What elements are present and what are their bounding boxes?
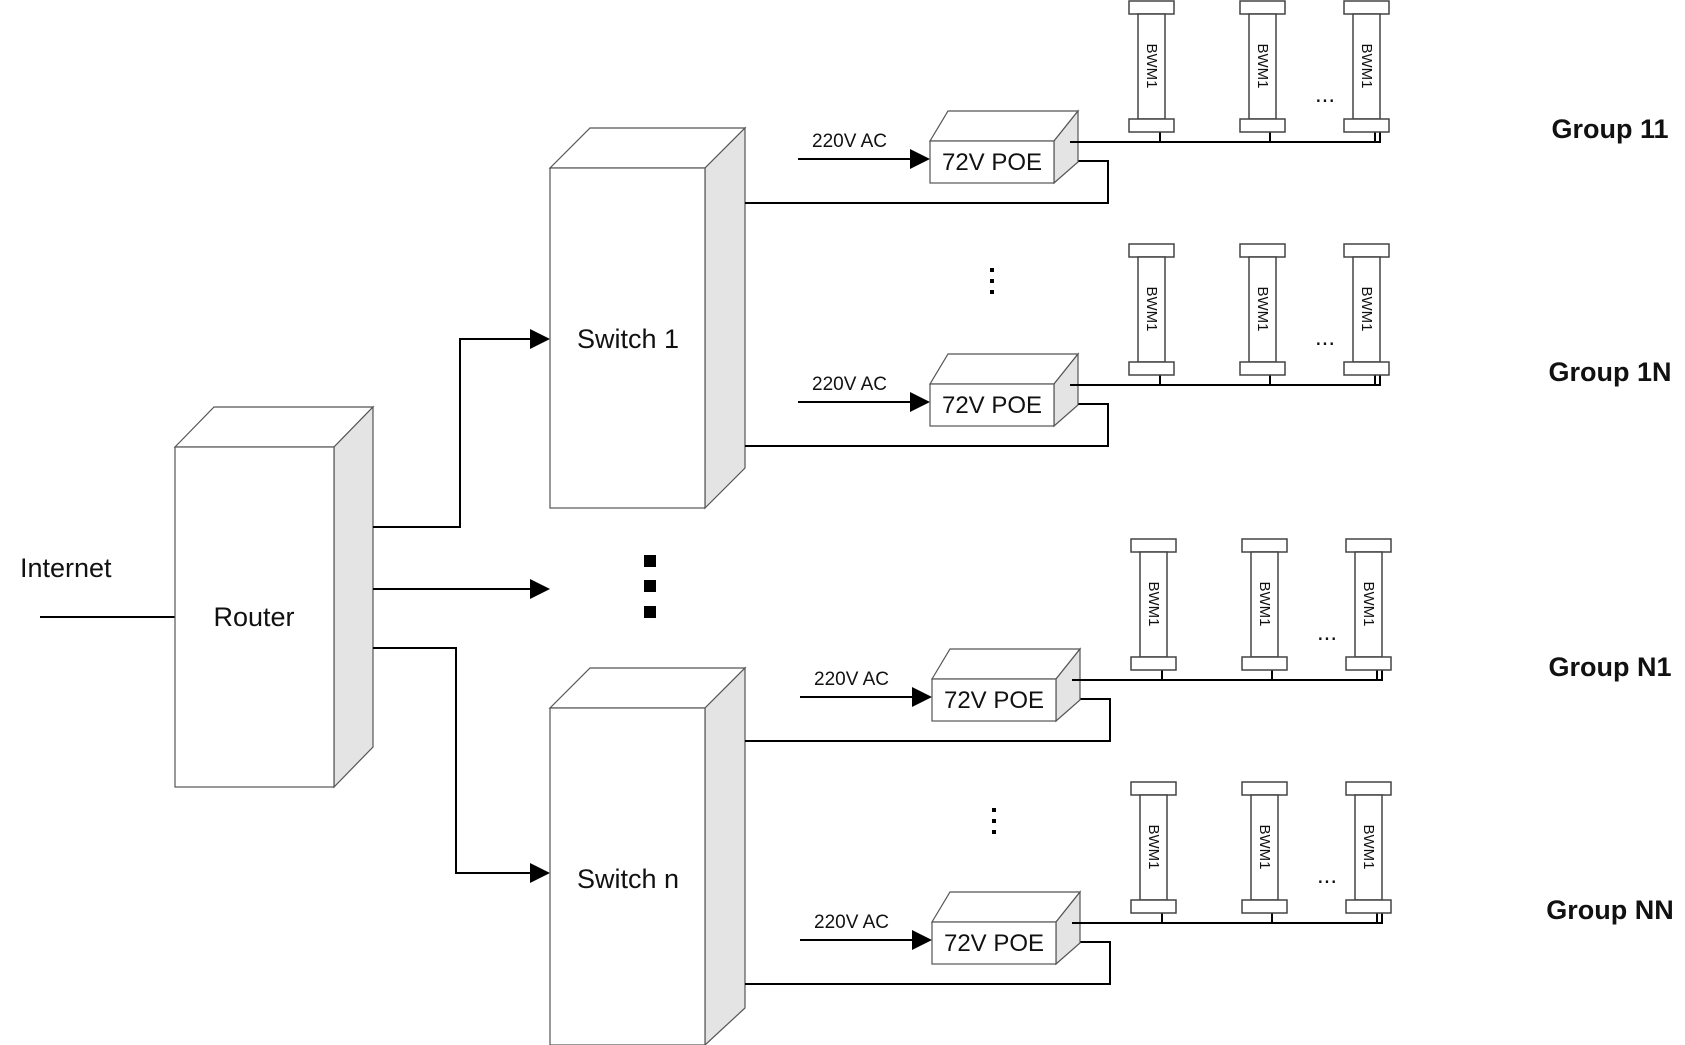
poe-injector-box — [930, 890, 1082, 966]
ac-input-label: 220V AC — [812, 131, 887, 152]
more-water-meters-ellipsis: ... — [1317, 862, 1337, 889]
ac-input-label: 220V AC — [812, 374, 887, 395]
poe-injector-box — [928, 109, 1080, 185]
water-meter-label: BWM1 — [1358, 287, 1375, 332]
water-meter-label: BWM1 — [1145, 582, 1162, 627]
water-meter-label: BWM1 — [1360, 825, 1377, 870]
more-switches-ellipsis — [644, 555, 656, 618]
ac-input-label: 220V AC — [814, 912, 889, 933]
water-meter-label: BWM1 — [1256, 825, 1273, 870]
more-water-meters-ellipsis: ... — [1317, 619, 1337, 646]
switch-to-poe-line — [745, 698, 1111, 742]
water-meter-1: BWM1 — [1128, 0, 1175, 133]
switch-to-poe-line — [745, 160, 1109, 204]
water-meter-3: BWM1 — [1343, 243, 1390, 376]
group-rows-ellipsis-upper — [990, 268, 994, 294]
water-meter-1: BWM1 — [1128, 243, 1175, 376]
water-meter-label: BWM1 — [1256, 582, 1273, 627]
switch-to-poe-line — [745, 403, 1109, 447]
water-meter-label: BWM1 — [1143, 287, 1160, 332]
router-label: Router — [213, 602, 294, 632]
water-meter-3: BWM1 — [1343, 0, 1390, 133]
water-meter-label: BWM1 — [1358, 44, 1375, 89]
poe-label: 72V POE — [942, 392, 1042, 419]
poe-label: 72V POE — [944, 930, 1044, 957]
switch-to-poe-line — [745, 941, 1111, 985]
poe-injector-box — [928, 352, 1080, 428]
router-to-switchn-line — [373, 647, 550, 883]
group-name-label: Group N1 — [1548, 652, 1671, 682]
water-meter-label: BWM1 — [1254, 287, 1271, 332]
router-to-switch1-line — [373, 329, 550, 528]
switch-n-box — [548, 666, 747, 1045]
water-meter-label: BWM1 — [1254, 44, 1271, 89]
poe-label: 72V POE — [942, 149, 1042, 176]
poe-label: 72V POE — [944, 687, 1044, 714]
group-row-4: 220V AC 72V POE BWM1 BWM1 BWM1... Group NN — [745, 781, 1674, 985]
water-meter-2: BWM1 — [1241, 538, 1288, 671]
water-meter-2: BWM1 — [1239, 243, 1286, 376]
water-meter-3: BWM1 — [1345, 538, 1392, 671]
water-meter-1: BWM1 — [1130, 781, 1177, 914]
group-row-1: 220V AC 72V POE BWM1 BWM1 BWM1... Group 11 — [745, 0, 1669, 204]
water-meter-1: BWM1 — [1130, 538, 1177, 671]
group-name-label: Group 11 — [1551, 114, 1668, 144]
poe-injector-box — [930, 647, 1082, 723]
group-name-label: Group 1N — [1548, 357, 1671, 387]
switch-1-label: Switch 1 — [577, 324, 679, 354]
ac-input-label: 220V AC — [814, 669, 889, 690]
group-rows-ellipsis-lower — [992, 808, 996, 834]
switch-n-label: Switch n — [577, 864, 679, 894]
more-water-meters-ellipsis: ... — [1315, 81, 1335, 108]
water-meter-2: BWM1 — [1239, 0, 1286, 133]
router-box — [173, 405, 375, 789]
switch-1-box — [548, 126, 747, 510]
group-row-2: 220V AC 72V POE BWM1 BWM1 BWM1... Group 1N — [745, 243, 1672, 447]
water-meter-label: BWM1 — [1145, 825, 1162, 870]
group-name-label: Group NN — [1546, 895, 1674, 925]
water-meter-label: BWM1 — [1143, 44, 1160, 89]
more-water-meters-ellipsis: ... — [1315, 324, 1335, 351]
group-row-3: 220V AC 72V POE BWM1 BWM1 BWM1... Group N1 — [745, 538, 1672, 742]
water-meter-2: BWM1 — [1241, 781, 1288, 914]
water-meter-label: BWM1 — [1360, 582, 1377, 627]
water-meter-3: BWM1 — [1345, 781, 1392, 914]
internet-label: Internet — [20, 553, 112, 583]
